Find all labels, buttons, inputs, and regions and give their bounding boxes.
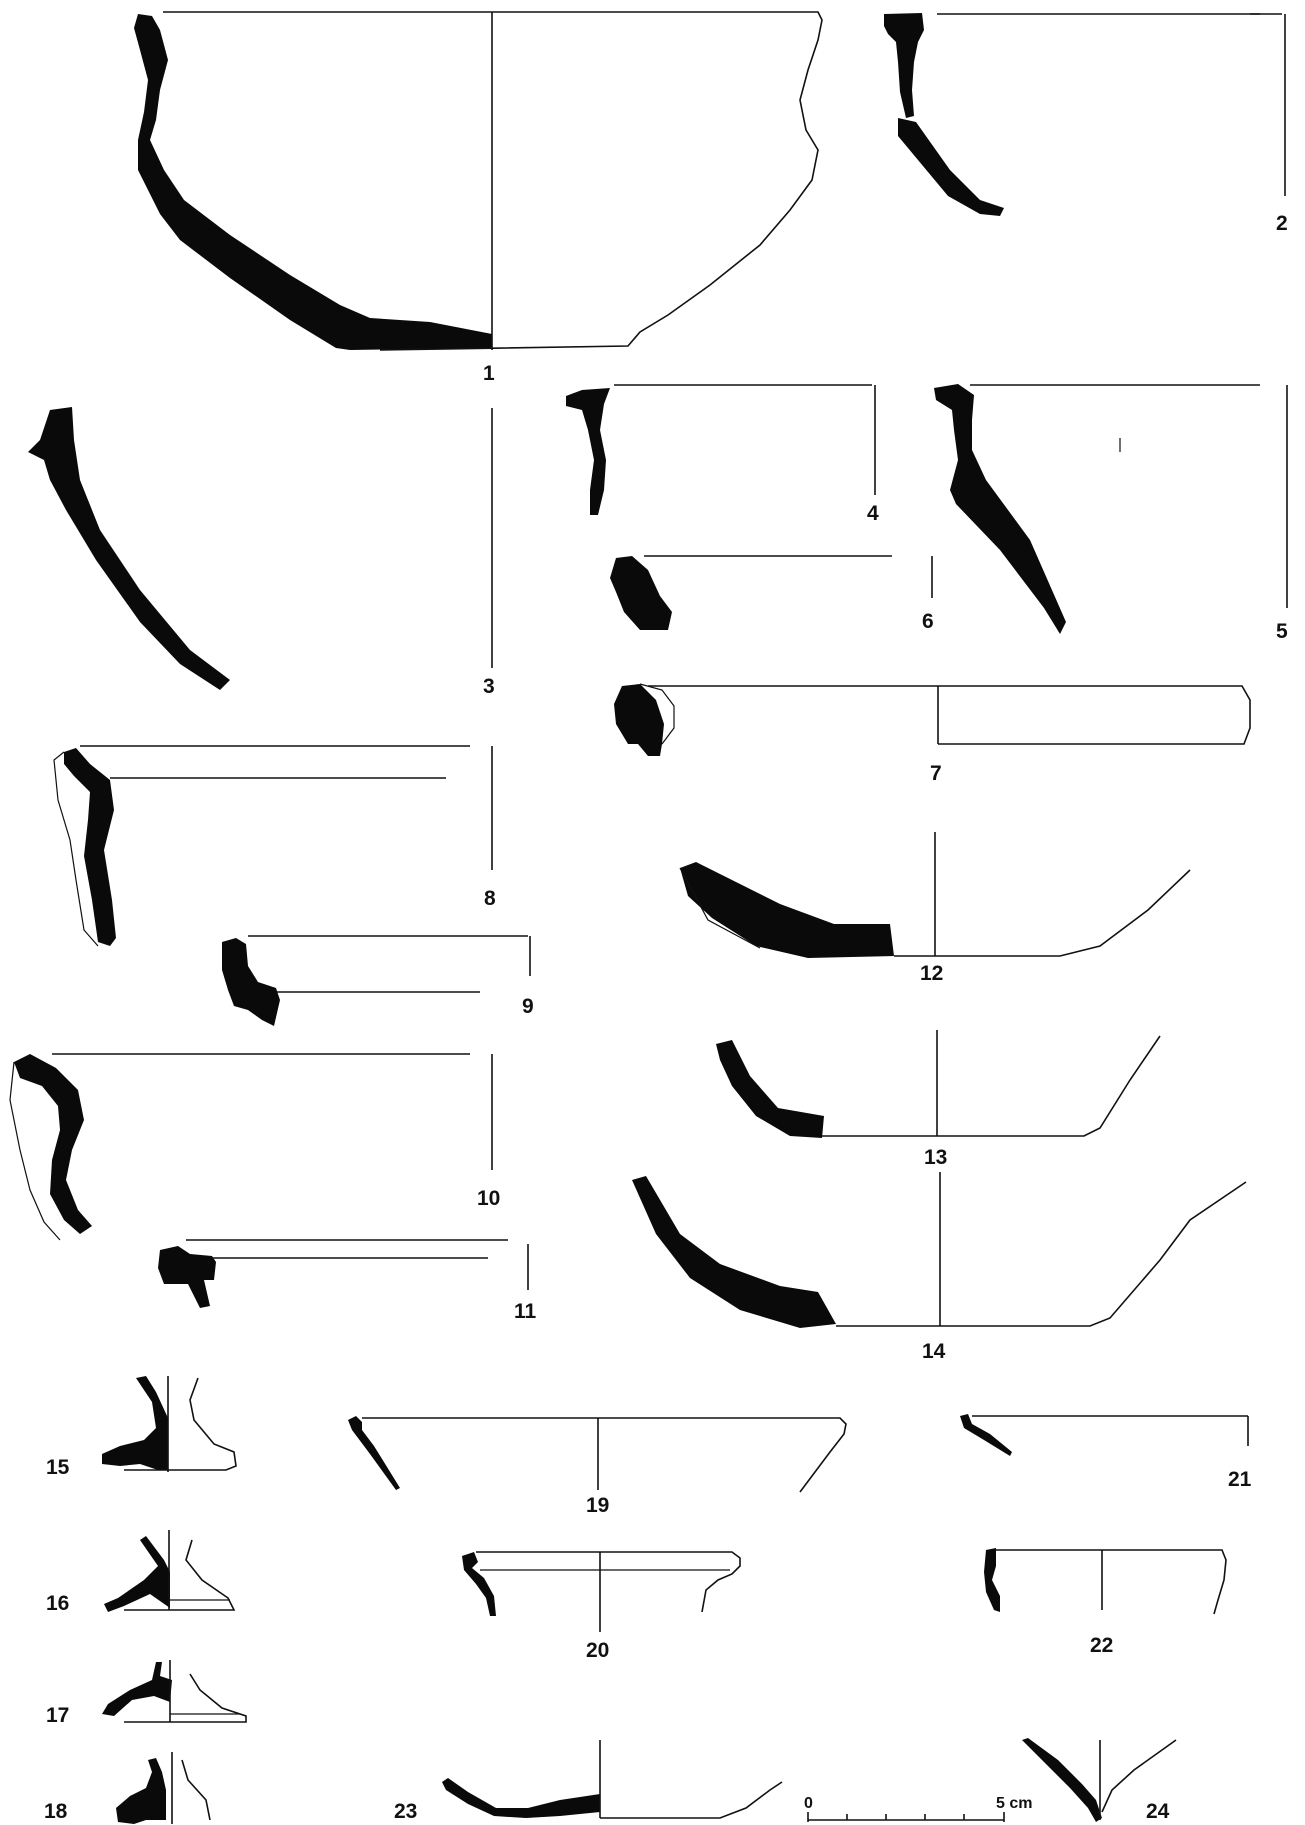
figure-number-9: 9 bbox=[522, 995, 534, 1018]
figure-number-3: 3 bbox=[483, 675, 495, 698]
scale-end-label: 5 cm bbox=[996, 1795, 1032, 1812]
sherd-drawing-22 bbox=[984, 1548, 1227, 1615]
figure-number-5: 5 bbox=[1276, 620, 1288, 643]
sherd-drawing-14 bbox=[632, 1172, 1247, 1328]
figure-number-4: 4 bbox=[867, 502, 879, 525]
sherd-drawing-1 bbox=[134, 11, 823, 351]
sherd-drawing-7 bbox=[614, 683, 1251, 756]
figure-number-2: 2 bbox=[1276, 212, 1288, 235]
sherd-drawing-8 bbox=[53, 745, 493, 947]
figure-number-20: 20 bbox=[586, 1639, 609, 1662]
figure-number-14: 14 bbox=[922, 1340, 946, 1363]
sherd-drawing-6 bbox=[610, 555, 933, 630]
figure-number-8: 8 bbox=[484, 887, 496, 910]
sherd-drawing-16 bbox=[104, 1530, 236, 1612]
figure-number-15: 15 bbox=[46, 1456, 70, 1479]
sherd-drawing-9 bbox=[222, 935, 531, 1026]
sherd-drawing-18 bbox=[116, 1752, 211, 1824]
figure-number-7: 7 bbox=[930, 762, 942, 785]
figure-number-17: 17 bbox=[46, 1704, 69, 1727]
sherd-drawing-24 bbox=[1022, 1738, 1177, 1822]
figure-number-19: 19 bbox=[586, 1494, 609, 1517]
figure-number-16: 16 bbox=[46, 1592, 69, 1615]
figure-number-1: 1 bbox=[483, 362, 495, 385]
sherd-drawing-21 bbox=[960, 1414, 1249, 1456]
figure-number-22: 22 bbox=[1090, 1634, 1113, 1657]
figure-number-24: 24 bbox=[1146, 1800, 1170, 1823]
sherd-drawing-11 bbox=[158, 1239, 529, 1308]
sherd-drawing-2 bbox=[884, 13, 1286, 216]
sherd-drawing-5 bbox=[934, 384, 1288, 634]
sherd-drawing-20 bbox=[462, 1551, 741, 1632]
sherd-drawing-4 bbox=[566, 384, 876, 515]
figure-number-10: 10 bbox=[477, 1187, 500, 1210]
sherd-drawing-12 bbox=[679, 832, 1191, 958]
figure-number-21: 21 bbox=[1228, 1468, 1252, 1491]
figure-number-13: 13 bbox=[924, 1146, 947, 1169]
figure-number-11: 11 bbox=[514, 1300, 537, 1323]
figure-number-12: 12 bbox=[920, 962, 943, 985]
figure-number-23: 23 bbox=[394, 1800, 417, 1823]
sherd-drawing-3 bbox=[28, 407, 493, 690]
sherd-drawing-17 bbox=[102, 1660, 247, 1723]
figure-number-18: 18 bbox=[44, 1800, 68, 1823]
scale-bar: 0 5 cm bbox=[804, 1795, 1032, 1822]
sherd-drawing-10 bbox=[9, 1053, 493, 1241]
sherd-drawing-23 bbox=[442, 1740, 783, 1819]
sherd-drawing-15 bbox=[102, 1376, 237, 1472]
sherd-drawing-19 bbox=[348, 1416, 847, 1493]
figure-number-6: 6 bbox=[922, 610, 934, 633]
sherd-drawing-13 bbox=[716, 1030, 1161, 1138]
scale-start-label: 0 bbox=[804, 1795, 813, 1812]
